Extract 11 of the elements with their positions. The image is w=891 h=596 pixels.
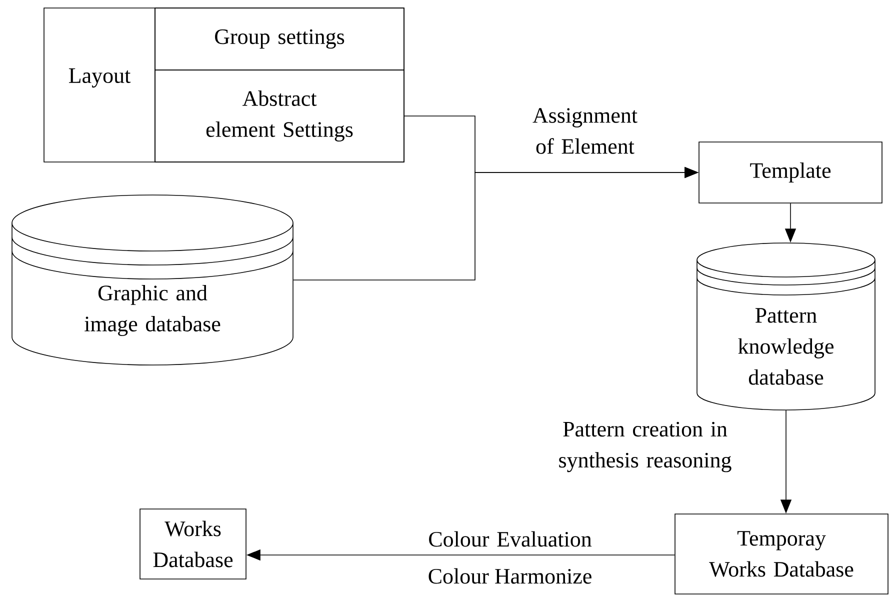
process-box: Temporay Works Database — [674, 514, 888, 594]
database-cylinder: Graphic and image database — [12, 194, 294, 366]
table-cell: Group settings — [154, 8, 404, 70]
edge-label: Pattern creation in synthesis reasoning — [559, 422, 732, 472]
process-box: Works Database — [140, 508, 246, 580]
process-box: Template — [698, 142, 882, 204]
edge-label: Colour Evaluation — [429, 531, 592, 547]
label-text: Colour Harmonize — [428, 568, 592, 584]
database-cylinder: Pattern knowledge database — [696, 242, 876, 410]
edge-label: Assignment of Element — [532, 108, 638, 154]
table-cell: Abstract element Settings — [154, 70, 404, 162]
